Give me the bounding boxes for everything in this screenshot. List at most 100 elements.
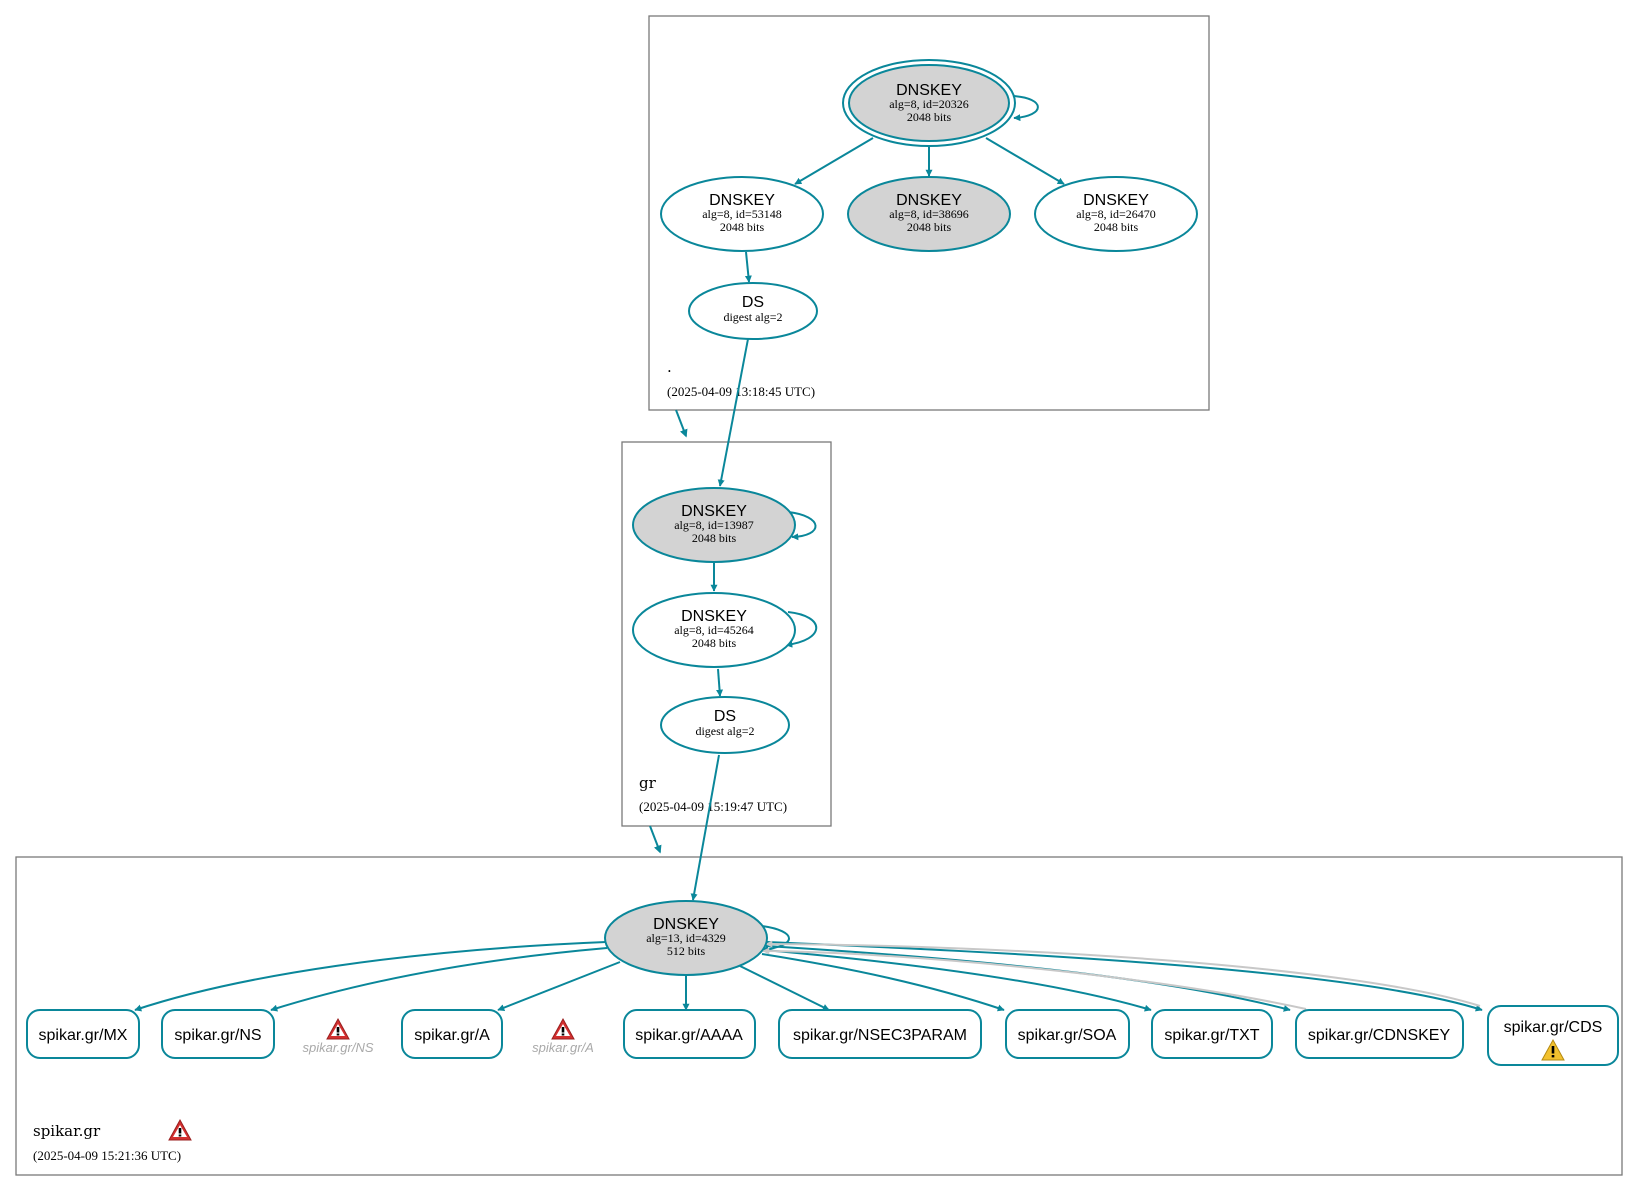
node-ellipse	[688, 282, 818, 340]
rrset-box	[778, 1009, 982, 1059]
rrset-nsec3param[interactable]: spikar.gr/NSEC3PARAM	[778, 1009, 982, 1059]
rrset-cds[interactable]: spikar.gr/CDS	[1487, 1005, 1619, 1066]
edges-root	[717, 95, 1065, 487]
node-detail: alg=13, id=4329	[646, 931, 726, 945]
edges-spikar	[134, 925, 1483, 1012]
sign-edge-a	[497, 961, 621, 1011]
self-sign-edge	[1012, 95, 1039, 122]
node-detail: alg=8, id=38696	[889, 207, 969, 221]
node-detail: alg=8, id=26470	[1076, 207, 1156, 221]
node-ellipse	[632, 592, 796, 668]
ds-edge	[716, 668, 724, 697]
node-title: DNSKEY	[709, 192, 775, 209]
dnskey-root-ksk[interactable]: DNSKEY alg=8, id=20326 2048 bits	[842, 59, 1016, 147]
node-detail: alg=8, id=13987	[674, 518, 754, 532]
ds-gr[interactable]: DS digest alg=2	[660, 696, 790, 754]
ghost-rrset-a[interactable]: spikar.gr/A	[532, 1018, 594, 1055]
ghost-rrset-label: spikar.gr/A	[532, 1040, 594, 1055]
sign-edge-nsec3param	[739, 965, 830, 1011]
node-title: DS	[714, 708, 736, 725]
rrset-txt[interactable]: spikar.gr/TXT	[1151, 1009, 1273, 1059]
faded-edge-cds	[765, 940, 1481, 1007]
self-sign-edge	[787, 511, 817, 541]
rrset-cdnskey[interactable]: spikar.gr/CDNSKEY	[1295, 1009, 1464, 1059]
node-detail: 2048 bits	[720, 220, 765, 234]
sign-edge-ns	[270, 947, 608, 1012]
edges-gr	[690, 511, 818, 901]
ksk-outer-ring	[842, 59, 1016, 147]
rrset-box	[1295, 1009, 1464, 1059]
rrset-label: spikar.gr/AAAA	[635, 1027, 743, 1044]
sign-edge-cds	[766, 941, 1483, 1012]
zone-gr-timestamp: (2025-04-09 15:19:47 UTC)	[639, 799, 787, 814]
ds-to-child-key-edge	[717, 338, 749, 487]
rrset-box	[161, 1009, 275, 1059]
node-detail: 2048 bits	[1094, 220, 1139, 234]
ds-to-child-key-edge	[690, 754, 720, 901]
ghost-rrset-ns[interactable]: spikar.gr/NS	[302, 1018, 374, 1055]
zone-root-timestamp: (2025-04-09 13:18:45 UTC)	[667, 384, 815, 399]
sign-edge-mx	[134, 941, 607, 1012]
rrset-soa[interactable]: spikar.gr/SOA	[1005, 1009, 1130, 1059]
delegation-arrow-root-to-gr	[675, 409, 688, 438]
node-ellipse	[632, 487, 796, 563]
node-title: DNSKEY	[653, 916, 719, 933]
rrset-ns[interactable]: spikar.gr/NS	[161, 1009, 275, 1059]
ghost-rrset-label: spikar.gr/NS	[302, 1040, 373, 1055]
dnskey-root-38696[interactable]: DNSKEY alg=8, id=38696 2048 bits	[847, 176, 1011, 252]
rrset-label: spikar.gr/NS	[174, 1027, 261, 1044]
dnskey-gr-45264[interactable]: DNSKEY alg=8, id=45264 2048 bits	[632, 592, 796, 668]
node-title: DNSKEY	[681, 608, 747, 625]
dnskey-root-26470[interactable]: DNSKEY alg=8, id=26470 2048 bits	[1034, 176, 1198, 252]
node-detail: digest alg=2	[695, 724, 754, 738]
rrset-mx[interactable]: spikar.gr/MX	[26, 1009, 140, 1059]
rrset-label: spikar.gr/A	[414, 1027, 490, 1044]
node-ellipse	[660, 176, 824, 252]
zone-spikar-timestamp: (2025-04-09 15:21:36 UTC)	[33, 1148, 181, 1163]
node-detail: 2048 bits	[692, 636, 737, 650]
zone-root-label: .	[667, 358, 672, 376]
zone-spikar-label: spikar.gr	[33, 1122, 101, 1140]
rrset-box	[26, 1009, 140, 1059]
node-ellipse	[604, 900, 768, 976]
rrset-label: spikar.gr/TXT	[1164, 1027, 1259, 1044]
node-title: DS	[742, 294, 764, 311]
node-ellipse	[660, 696, 790, 754]
rrset-aaaa[interactable]: spikar.gr/AAAA	[623, 1009, 756, 1059]
rrset-box	[623, 1009, 756, 1059]
rrset-box	[1487, 1005, 1619, 1066]
rrset-label: spikar.gr/NSEC3PARAM	[793, 1027, 967, 1044]
node-title: DNSKEY	[1083, 192, 1149, 209]
node-title: DNSKEY	[681, 503, 747, 520]
sign-edge	[794, 137, 874, 185]
rrset-box	[1151, 1009, 1273, 1059]
sign-edge-soa	[761, 953, 1005, 1012]
self-sign-edge	[785, 611, 818, 648]
node-detail: alg=8, id=53148	[702, 207, 782, 221]
node-detail: 512 bits	[667, 944, 706, 958]
rrset-label: spikar.gr/SOA	[1018, 1027, 1117, 1044]
node-ellipse	[847, 176, 1011, 252]
rrset-a[interactable]: spikar.gr/A	[401, 1009, 503, 1059]
delegation-arrow-gr-to-spikar	[649, 825, 662, 854]
node-title: DNSKEY	[896, 192, 962, 209]
rrset-box	[401, 1009, 503, 1059]
ds-root[interactable]: DS digest alg=2	[688, 282, 818, 340]
rrset-label: spikar.gr/CDNSKEY	[1308, 1027, 1451, 1044]
rrset-label: spikar.gr/CDS	[1504, 1019, 1603, 1036]
dnskey-spikar-4329[interactable]: DNSKEY alg=13, id=4329 512 bits	[604, 900, 768, 976]
self-sign-edge	[761, 925, 790, 953]
dnskey-gr-13987[interactable]: DNSKEY alg=8, id=13987 2048 bits	[632, 487, 796, 563]
ksk-ellipse	[848, 64, 1010, 142]
zone-gr-label: gr	[639, 774, 657, 792]
node-detail: 2048 bits	[692, 531, 737, 545]
node-detail: alg=8, id=45264	[674, 623, 754, 637]
node-detail: 2048 bits	[907, 110, 952, 124]
faded-edge-cdnskey	[762, 947, 1307, 1010]
node-detail: alg=8, id=20326	[889, 97, 969, 111]
node-detail: 2048 bits	[907, 220, 952, 234]
sign-edge-txt	[763, 949, 1152, 1012]
dnskey-root-53148[interactable]: DNSKEY alg=8, id=53148 2048 bits	[660, 176, 824, 252]
node-title: DNSKEY	[896, 82, 962, 99]
